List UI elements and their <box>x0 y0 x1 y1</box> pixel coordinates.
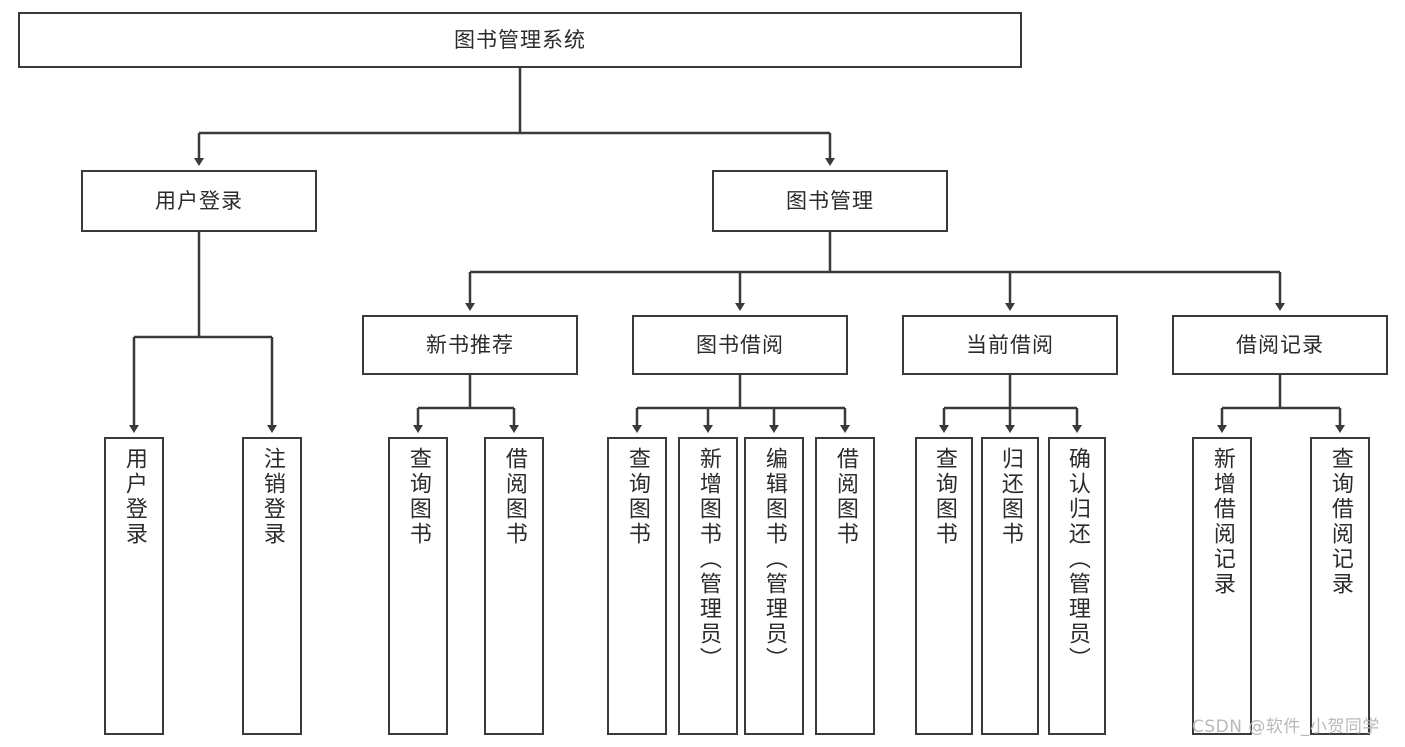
leaf-new-book-borrow-book[interactable]: 借阅图书 <box>484 437 544 735</box>
leaf-current-borrow-query-book[interactable]: 查询图书 <box>915 437 973 735</box>
watermark: CSDN @软件_小贺同学 <box>1192 717 1380 737</box>
leaf-current-borrow-return-book[interactable]: 归还图书 <box>981 437 1039 735</box>
node-label: 图书借阅 <box>696 332 784 357</box>
leaf-new-book-query-book[interactable]: 查询图书 <box>388 437 448 735</box>
node-borrow-record[interactable]: 借阅记录 <box>1172 315 1388 375</box>
node-label: 编辑图书（管理员） <box>761 447 787 672</box>
node-label: 新增借阅记录 <box>1209 447 1235 597</box>
node-user-login[interactable]: 用户登录 <box>81 170 317 232</box>
node-label: 用户登录 <box>155 188 243 213</box>
node-label: 图书管理 <box>786 188 874 213</box>
leaf-book-borrow-edit-book-admin[interactable]: 编辑图书（管理员） <box>744 437 804 735</box>
node-book-management[interactable]: 图书管理 <box>712 170 948 232</box>
leaf-borrow-record-query-record[interactable]: 查询借阅记录 <box>1310 437 1370 735</box>
leaf-book-borrow-borrow-book[interactable]: 借阅图书 <box>815 437 875 735</box>
node-label: 查询借阅记录 <box>1327 447 1353 597</box>
node-label: 查询图书 <box>931 447 957 547</box>
node-label: 查询图书 <box>624 447 650 547</box>
node-label: 借阅图书 <box>501 447 527 547</box>
leaf-current-borrow-confirm-return-admin[interactable]: 确认归还（管理员） <box>1048 437 1106 735</box>
node-new-book-recommend[interactable]: 新书推荐 <box>362 315 578 375</box>
node-book-borrow[interactable]: 图书借阅 <box>632 315 848 375</box>
leaf-book-borrow-query-book[interactable]: 查询图书 <box>607 437 667 735</box>
node-label: 借阅图书 <box>832 447 858 547</box>
node-label: 新书推荐 <box>426 332 514 357</box>
node-label: 确认归还（管理员） <box>1064 447 1090 672</box>
node-root-book-management-system[interactable]: 图书管理系统 <box>18 12 1022 68</box>
node-label: 新增图书（管理员） <box>695 447 721 672</box>
node-label: 用户登录 <box>121 447 147 547</box>
leaf-book-borrow-add-book-admin[interactable]: 新增图书（管理员） <box>678 437 738 735</box>
node-label: 查询图书 <box>405 447 431 547</box>
node-label: 当前借阅 <box>966 332 1054 357</box>
node-label: 图书管理系统 <box>454 27 586 52</box>
node-label: 归还图书 <box>997 447 1023 547</box>
node-label: 借阅记录 <box>1236 332 1324 357</box>
leaf-user-login-login[interactable]: 用户登录 <box>104 437 164 735</box>
node-current-borrow[interactable]: 当前借阅 <box>902 315 1118 375</box>
node-label: 注销登录 <box>259 447 285 547</box>
leaf-user-login-logout[interactable]: 注销登录 <box>242 437 302 735</box>
leaf-borrow-record-add-record[interactable]: 新增借阅记录 <box>1192 437 1252 735</box>
